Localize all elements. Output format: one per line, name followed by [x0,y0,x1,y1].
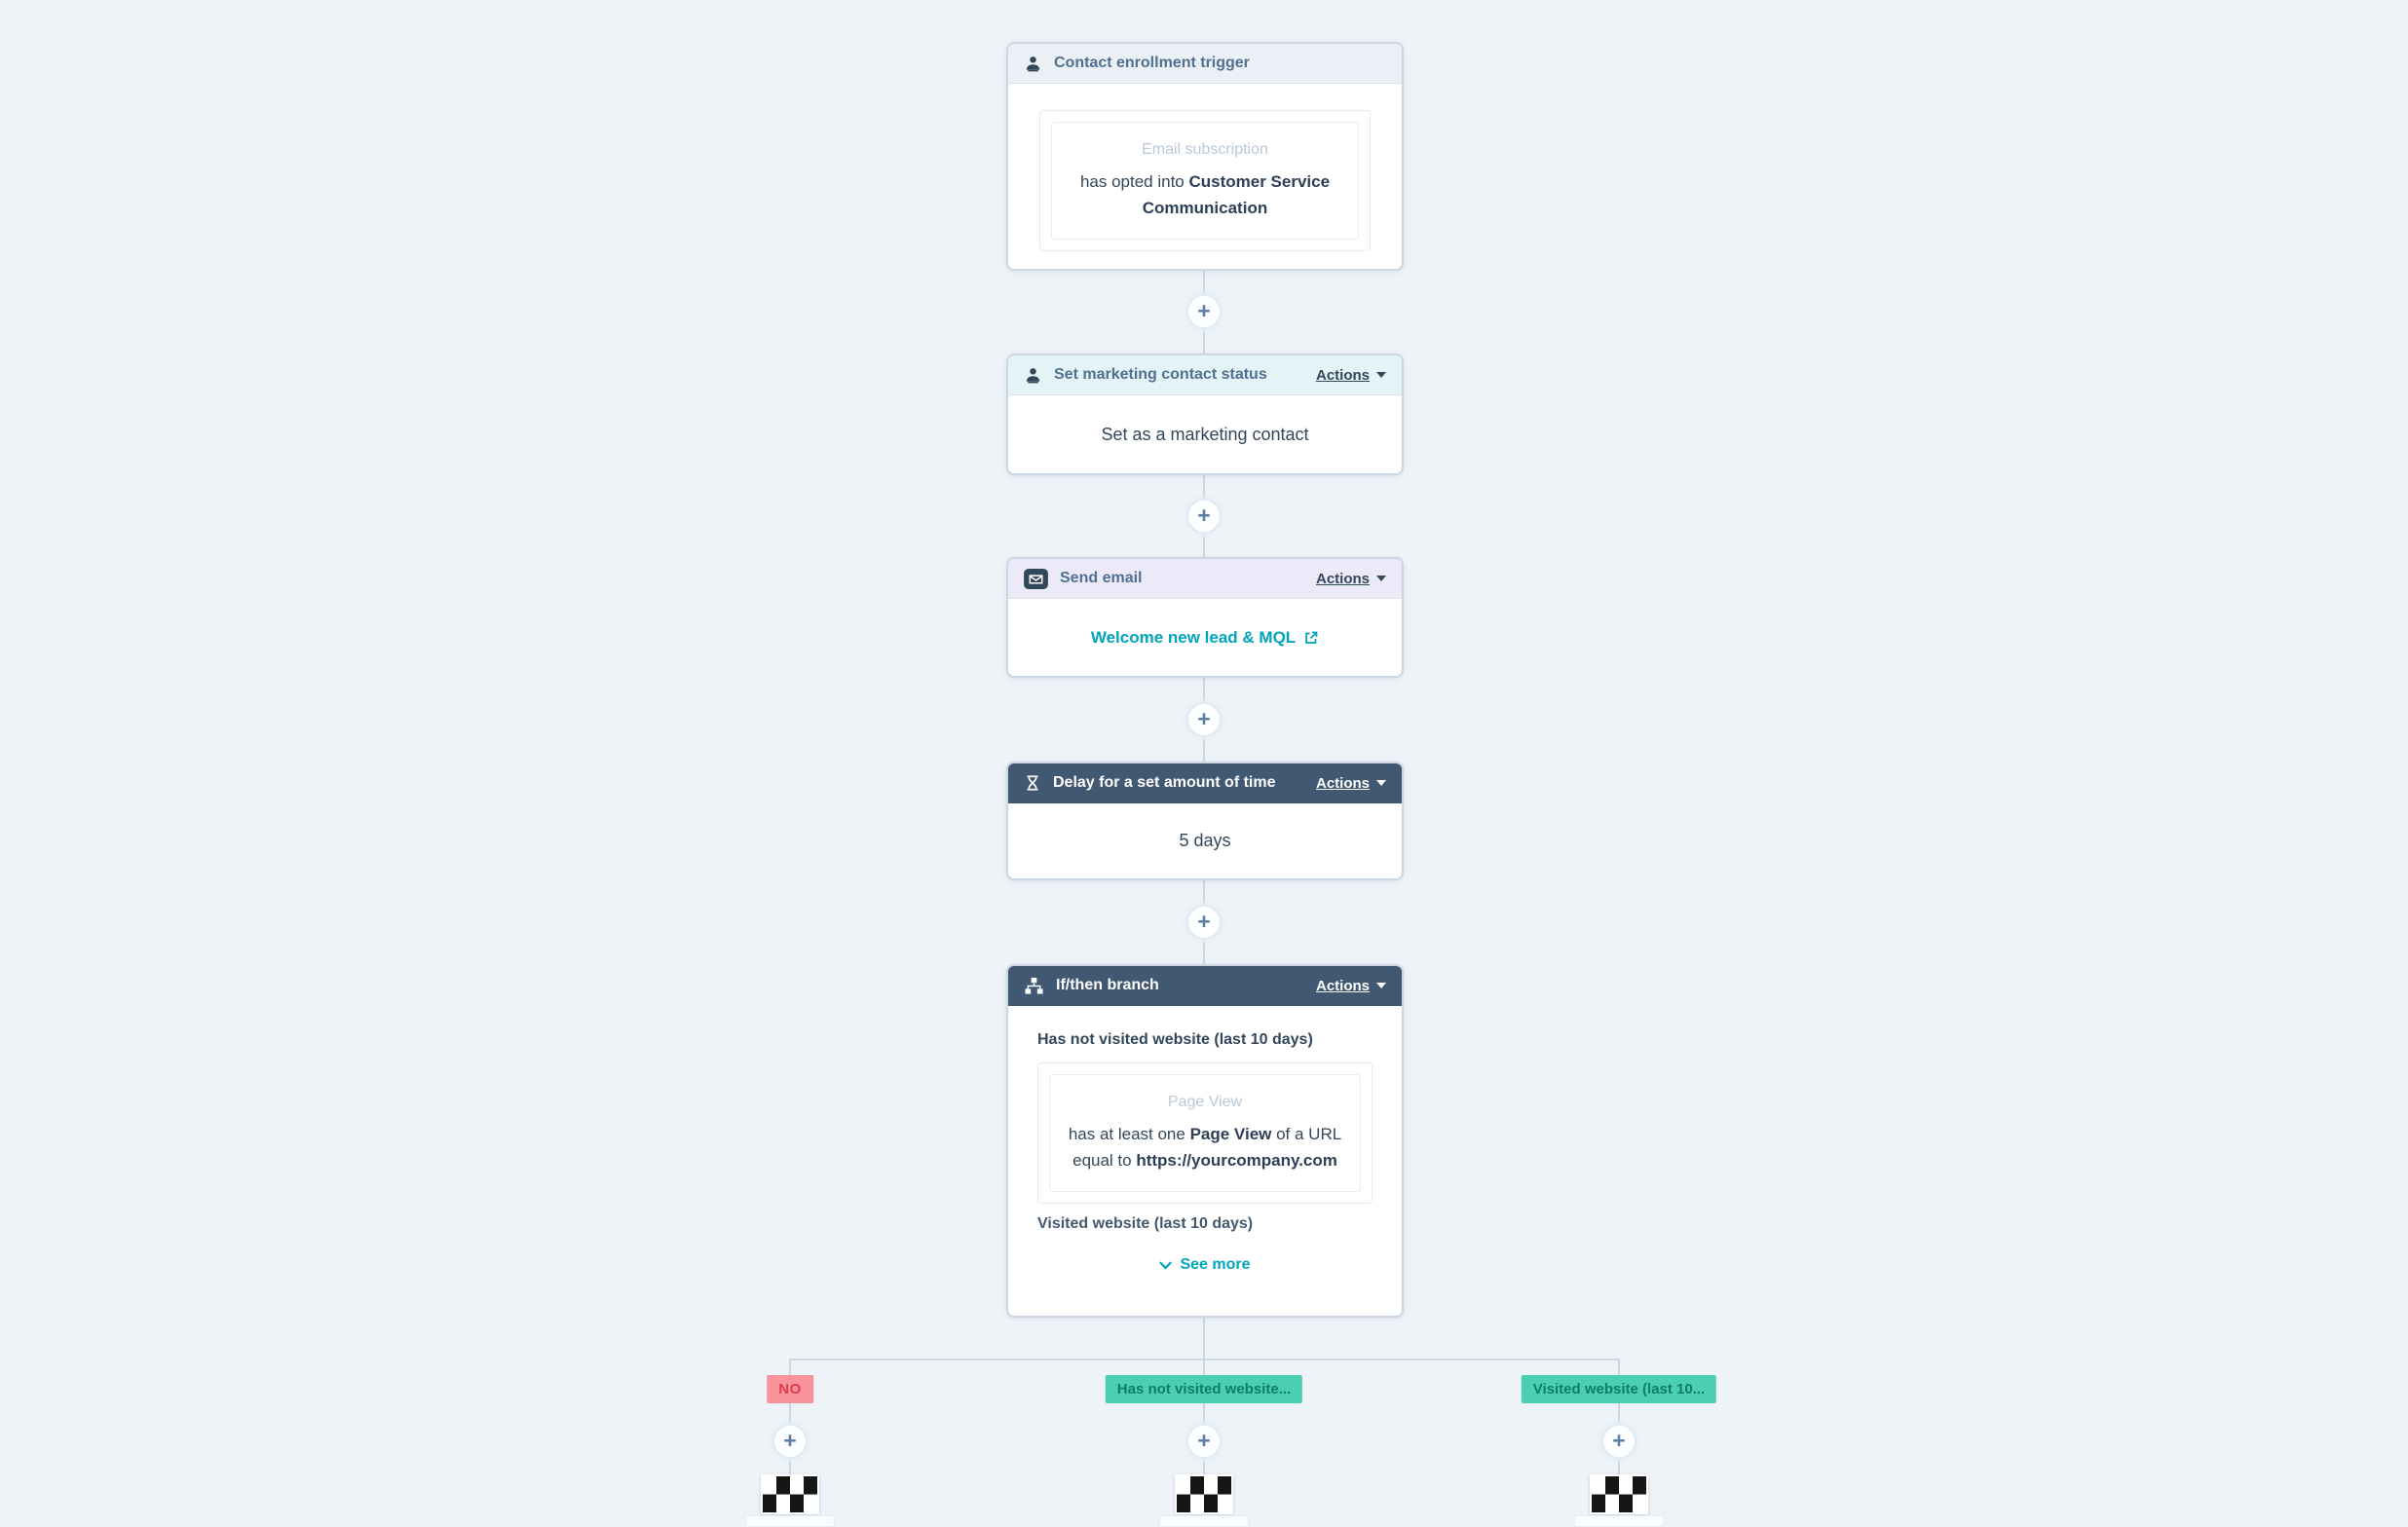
email-link[interactable]: Welcome new lead & MQL [1091,628,1319,648]
branch-badge-no[interactable]: NO [767,1375,813,1403]
contact-icon [1024,366,1042,385]
node-title: Contact enrollment trigger [1054,55,1250,71]
node-title: If/then branch [1056,977,1159,993]
end-marker [1574,1515,1664,1527]
node-header: Delay for a set amount of time Actions [1008,764,1402,803]
actions-label: Actions [1315,977,1370,994]
end-marker [745,1515,835,1527]
node-title: Delay for a set amount of time [1053,774,1276,791]
connector-line [789,1359,791,1377]
node-header: If/then branch Actions [1008,966,1402,1006]
email-icon [1024,568,1048,589]
caret-down-icon [1376,983,1386,988]
goal-flag-icon [1175,1474,1233,1514]
node-title: Set marketing contact status [1054,366,1267,383]
external-link-icon [1305,631,1318,644]
plus-icon: + [1197,908,1211,934]
see-more-button[interactable]: See more [1037,1256,1373,1274]
insert-action-button[interactable]: + [1186,702,1222,737]
insert-action-button[interactable]: + [1186,499,1222,534]
branch-a-label: Has not visited website (last 10 days) [1037,1031,1313,1048]
node-header: Set marketing contact status Actions [1008,355,1402,395]
condition-placeholder: Page View [1167,1093,1243,1110]
plus-icon: + [1197,1427,1211,1453]
hourglass-icon [1024,774,1041,792]
connector-line [1203,1359,1205,1377]
condition-placeholder: Email subscription [1142,140,1268,158]
insert-action-button[interactable]: + [1186,905,1222,940]
plus-icon: + [1612,1427,1626,1453]
branch-condition-card: Page View has at least one Page View of … [1037,1062,1373,1204]
branch-b-label: Visited website (last 10 days) [1037,1215,1254,1232]
caret-down-icon [1376,576,1386,581]
plus-icon: + [1197,297,1211,323]
enrollment-condition-card: Email subscription has opted into Custom… [1039,110,1371,251]
actions-label: Actions [1315,774,1370,792]
caret-down-icon [1376,372,1386,378]
actions-menu[interactable]: Actions [1316,775,1386,792]
condition-text: has opted into Customer Service Communic… [1079,171,1331,217]
node-if-then-branch[interactable]: If/then branch Actions Has not visited w… [1006,964,1404,1318]
actions-menu[interactable]: Actions [1316,978,1386,994]
branch-badge-visited[interactable]: Visited website (last 10... [1521,1375,1717,1403]
actions-menu[interactable]: Actions [1316,367,1386,384]
insert-action-button[interactable]: + [1186,1424,1222,1459]
caret-down-icon [1376,780,1386,786]
branch-icon [1024,977,1044,995]
node-body-text: Set as a marketing contact [1101,424,1309,444]
node-delay[interactable]: Delay for a set amount of time Actions 5… [1006,762,1404,880]
plus-icon: + [783,1427,797,1453]
node-header: Contact enrollment trigger [1008,44,1402,84]
connector-line [1203,1318,1205,1360]
node-contact-enrollment-trigger[interactable]: Contact enrollment trigger Email subscri… [1006,42,1404,271]
insert-action-button[interactable]: + [1186,294,1222,329]
plus-icon: + [1197,705,1211,731]
node-set-marketing-contact-status[interactable]: Set marketing contact status Actions Set… [1006,354,1404,475]
actions-label: Actions [1315,366,1370,384]
end-marker [1159,1515,1249,1527]
plus-icon: + [1197,502,1211,528]
connector-line [1618,1359,1620,1377]
insert-action-button[interactable]: + [772,1424,808,1459]
condition-text: equal to https://yourcompany.com [1072,1150,1337,1170]
actions-menu[interactable]: Actions [1316,571,1386,587]
chevron-down-icon [1159,1261,1173,1270]
contact-icon [1024,55,1042,73]
actions-label: Actions [1315,570,1370,587]
node-send-email[interactable]: Send email Actions Welcome new lead & MQ… [1006,557,1404,678]
branch-badge-has-not-visited[interactable]: Has not visited website... [1105,1375,1303,1403]
node-header: Send email Actions [1008,559,1402,599]
goal-flag-icon [1590,1474,1648,1514]
condition-text: has at least one Page View of a URL [1068,1124,1342,1143]
node-title: Send email [1060,570,1143,586]
node-body-text: 5 days [1179,831,1231,850]
insert-action-button[interactable]: + [1601,1424,1637,1459]
goal-flag-icon [761,1474,819,1514]
